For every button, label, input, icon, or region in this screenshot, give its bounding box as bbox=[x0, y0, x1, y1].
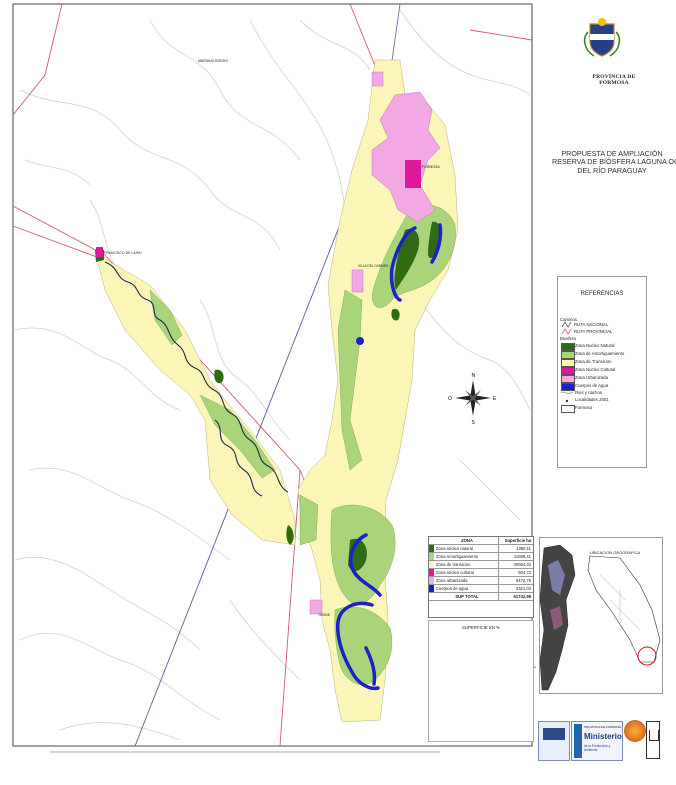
legend-zone-5: Zona Urbanizada bbox=[575, 375, 608, 380]
core-cultural-zone bbox=[96, 160, 421, 257]
rivers-network bbox=[14, 9, 531, 741]
ucar-logo bbox=[538, 721, 570, 761]
locator-map bbox=[539, 544, 661, 691]
locator-title: UBICACION GEOGRAFICA bbox=[590, 550, 641, 555]
legend-zone-1: Zona Nucleo Natural bbox=[575, 343, 615, 348]
pie-title: SUPERFICIE EN % bbox=[462, 625, 500, 630]
map-label-top-town: MARIANO BOEDO bbox=[198, 59, 228, 63]
table-header-zona: ZONA bbox=[461, 538, 473, 543]
table-row: Zona núcleo natural 1380,11 bbox=[429, 545, 533, 553]
table-cell-sup: 40564,34 bbox=[498, 561, 533, 568]
table-cell-sup: 2321,04 bbox=[498, 585, 533, 592]
svg-text:E: E bbox=[493, 396, 497, 402]
pie-panel: SUPERFICIE EN % bbox=[428, 620, 534, 742]
institution-logos: PROVINCIA DE FORMOSA Ministerio de la Pr… bbox=[538, 717, 660, 767]
river-symbol-icon bbox=[561, 391, 573, 394]
table-cell-zona: Zona urbanizada bbox=[436, 578, 468, 583]
table-cell-sup: 11699,41 bbox=[498, 553, 533, 560]
map-label-left-town: FRANCISCO DE LAISH bbox=[104, 251, 142, 255]
table-cell-zona: Zona Amortiguamiento bbox=[436, 554, 479, 559]
table-row: Zona de transicion 40564,34 bbox=[429, 561, 533, 569]
table-cell-sup: 504,73 bbox=[498, 569, 533, 576]
table-row: Zona Amortiguamiento 11699,41 bbox=[429, 553, 533, 561]
ministerio-title: Ministerio bbox=[584, 732, 622, 741]
round-seal-logo bbox=[624, 720, 646, 742]
table-cell-zona: Zona núcleo natural bbox=[436, 546, 474, 551]
legend-zone-6: Cuerpos de Agua bbox=[575, 383, 609, 388]
legend-rios: Rios y riachos bbox=[575, 390, 602, 395]
table-header: ZONA Superficie ha bbox=[429, 537, 533, 545]
svg-text:N: N bbox=[472, 373, 476, 379]
unesco-logo bbox=[646, 721, 660, 759]
legend-ruta-nacional: RUTA NACIONAL bbox=[574, 322, 609, 327]
locality-dot-icon bbox=[565, 399, 569, 403]
legend-caminos: Caminos bbox=[560, 317, 577, 322]
river-meanders bbox=[104, 261, 289, 497]
legend-biosfera: Biosfera bbox=[560, 336, 576, 341]
ministerio-provincia: PROVINCIA DE FORMOSA bbox=[584, 725, 622, 729]
table-row: Zona urbanizada 5472,75 bbox=[429, 577, 533, 585]
ministerio-subtitle: de la Producción y Ambiente bbox=[584, 744, 611, 752]
table-row: Cuerpos de agua 2321,04 bbox=[429, 585, 533, 593]
map-title: PROPUESTA DE AMPLIACIÓN RESERVA DE BIÓSF… bbox=[552, 149, 676, 175]
svg-text:O: O bbox=[448, 396, 452, 402]
legend-zone-3: Zona de Transicion bbox=[575, 359, 612, 364]
table-cell-zona: Zona de transicion bbox=[436, 562, 471, 567]
legend-zone-4: Zona Nucleo Cultural bbox=[575, 367, 616, 372]
map-label-mid-town: VILLA DEL CARMEN bbox=[358, 264, 389, 268]
locator-panel: UBICACION GEOGRAFICA bbox=[539, 537, 663, 694]
province-name: PROVINCIA DE FORMOSA bbox=[592, 74, 636, 87]
table-cell-sup: 5472,75 bbox=[498, 577, 533, 584]
legend-title: REFERENCIAS bbox=[580, 291, 624, 297]
map-label-bottom-town: TATANE bbox=[318, 613, 330, 617]
title-line-3: DEL RÍO PARAGUAY bbox=[577, 165, 647, 175]
table-header-sup: Superficie ha bbox=[498, 537, 533, 544]
urban-zone bbox=[309, 71, 441, 615]
province-crest-icon bbox=[583, 18, 621, 57]
compass-rose: N S O E bbox=[448, 373, 497, 426]
table-total-row: SUP TOTAL 61742,99 bbox=[429, 593, 533, 601]
table-row: Zona núcleo cultural 504,73 bbox=[429, 569, 533, 577]
ministerio-logo: PROVINCIA DE FORMOSA Ministerio de la Pr… bbox=[571, 721, 623, 761]
water-bodies bbox=[335, 223, 443, 691]
area-table: ZONA Superficie ha Zona núcleo natural 13… bbox=[428, 536, 534, 618]
table-cell-zona: Zona núcleo cultural bbox=[436, 570, 474, 575]
table-cell-sup: 1380,11 bbox=[498, 545, 533, 552]
legend-localidades: Localidades 2001 bbox=[575, 397, 609, 402]
svg-text:S: S bbox=[472, 420, 476, 426]
legend-zone-2: Zona de Amortiguamiento bbox=[575, 351, 625, 356]
title-line-1: PROPUESTA DE AMPLIACIÓN bbox=[561, 149, 663, 158]
table-cell-zona: Cuerpos de agua bbox=[436, 586, 469, 591]
title-line-2: RESERVA DE BIÓSFERA LAGUNA OCA bbox=[552, 157, 676, 167]
table-total-value: 61742,99 bbox=[498, 593, 533, 600]
legend-box: REFERENCIAS Caminos RUTA NACIONAL RUTA P… bbox=[557, 276, 647, 468]
table-total-label: SUP TOTAL bbox=[455, 594, 479, 599]
legend-ruta-provincial: RUTA PROVINCIAL bbox=[574, 329, 613, 334]
legend-formosa: Formosa bbox=[575, 405, 592, 410]
map-label-formosa: FORMOSA bbox=[422, 165, 440, 169]
road-symbols bbox=[561, 321, 572, 335]
